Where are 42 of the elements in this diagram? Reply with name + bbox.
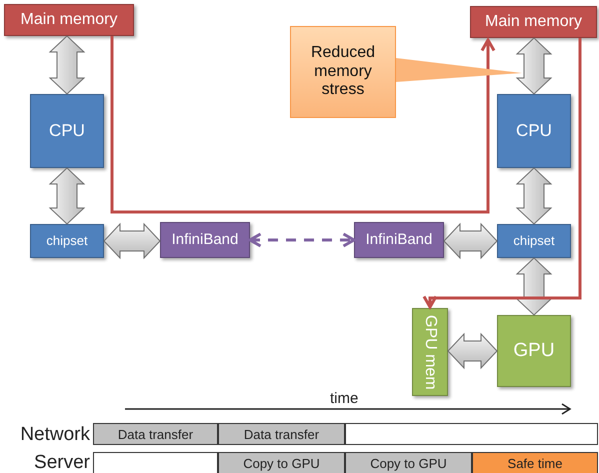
double-arrow xyxy=(48,167,86,225)
timeline-cell: Data transfer xyxy=(218,423,345,445)
double-arrow xyxy=(447,332,498,370)
double-arrow xyxy=(48,35,86,95)
node-label: chipset xyxy=(46,234,88,248)
timeline-cell: Copy to GPU xyxy=(218,452,345,473)
memory-box xyxy=(470,6,597,38)
node-label: CPU xyxy=(49,121,85,141)
node-label: chipset xyxy=(513,234,555,248)
double-arrow xyxy=(103,222,161,260)
network-adapter-box xyxy=(160,222,250,258)
gpu-box xyxy=(497,315,571,387)
data-path-arrow xyxy=(110,36,496,214)
node-label: InfiniBand xyxy=(172,231,238,249)
double-arrow xyxy=(443,222,498,260)
processor-box xyxy=(497,224,571,258)
double-arrow xyxy=(516,37,552,95)
processor-box xyxy=(497,94,571,168)
timeline-cell: Data transfer xyxy=(93,423,218,445)
timeline-cell: Copy to GPU xyxy=(345,452,472,473)
double-arrow xyxy=(516,257,552,316)
memory-box xyxy=(412,308,448,396)
processor-box xyxy=(30,224,104,258)
callout-pointer xyxy=(396,58,522,82)
node-label: GPU mem xyxy=(421,314,440,390)
node-label: CPU xyxy=(516,121,552,141)
node-label: Main memory xyxy=(485,12,582,32)
double-arrow xyxy=(516,167,552,225)
dashed-arrow xyxy=(248,232,356,248)
node-label: Reduced memory stress xyxy=(310,44,376,100)
timeline-cell: Safe time xyxy=(472,452,598,473)
network-adapter-box xyxy=(354,222,444,258)
data-path-arrow xyxy=(422,38,582,308)
node-label: Main memory xyxy=(20,10,118,30)
row-label: Network xyxy=(20,424,90,446)
node-label: InfiniBand xyxy=(366,231,432,249)
node-label: GPU xyxy=(513,340,555,362)
processor-box xyxy=(30,94,104,168)
memory-box xyxy=(4,4,134,36)
row-label: Server xyxy=(34,452,90,473)
callout-box xyxy=(290,26,396,118)
axis-label: time xyxy=(330,390,358,407)
